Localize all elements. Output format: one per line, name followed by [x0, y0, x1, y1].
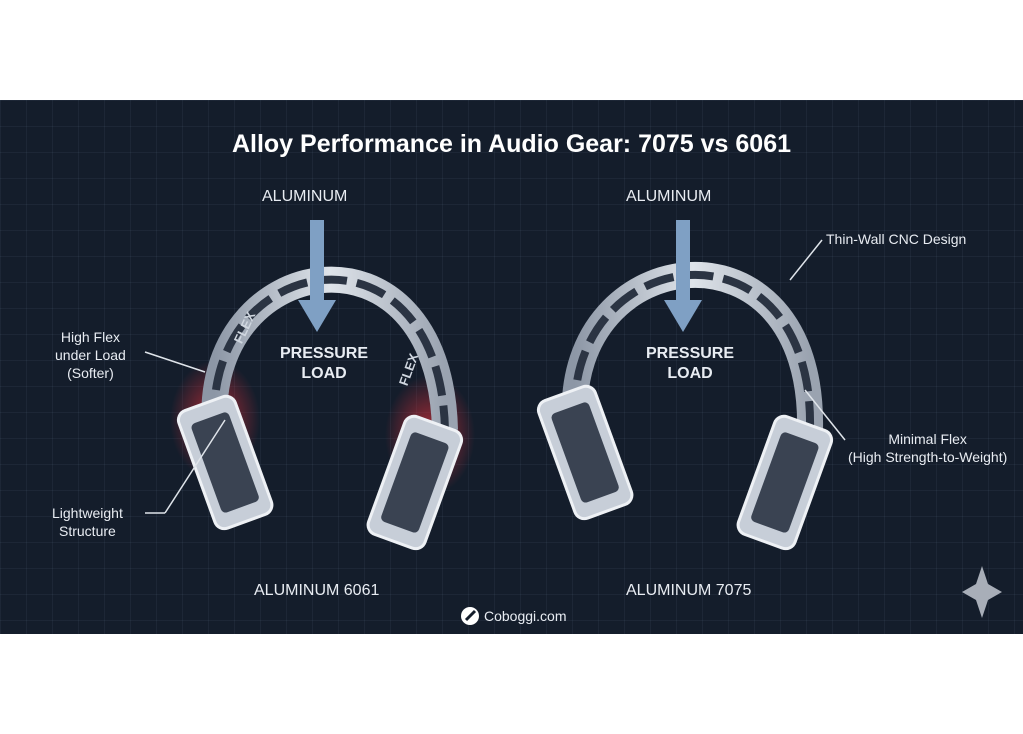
sparkle-icon [962, 566, 1002, 618]
right-top-label: ALUMINUM [626, 188, 712, 205]
callout-thin-wall: Thin-Wall CNC Design [826, 231, 967, 247]
left-bottom-label: ALUMINUM 6061 [254, 582, 380, 599]
page-title: Alloy Performance in Audio Gear: 7075 vs… [231, 130, 792, 158]
right-bottom-label: ALUMINUM 7075 [626, 582, 752, 599]
down-arrow-icon [676, 220, 690, 300]
headphone-6061 [144, 220, 475, 551]
headphone-7075 [536, 220, 846, 551]
callout-minimal-flex: Minimal Flex (High Strength-to-Weight) [848, 431, 1008, 465]
watermark: Coboggi.com [484, 608, 567, 624]
left-top-label: ALUMINUM [262, 188, 348, 205]
down-arrow-icon [310, 220, 324, 300]
headphones-illustration [144, 220, 1002, 625]
callout-high-flex: High Flex under Load (Softer) [55, 329, 126, 381]
callout-lightweight: Lightweight Structure [52, 505, 123, 539]
infographic-panel: Alloy Performance in Audio Gear: 7075 vs… [0, 100, 1023, 634]
